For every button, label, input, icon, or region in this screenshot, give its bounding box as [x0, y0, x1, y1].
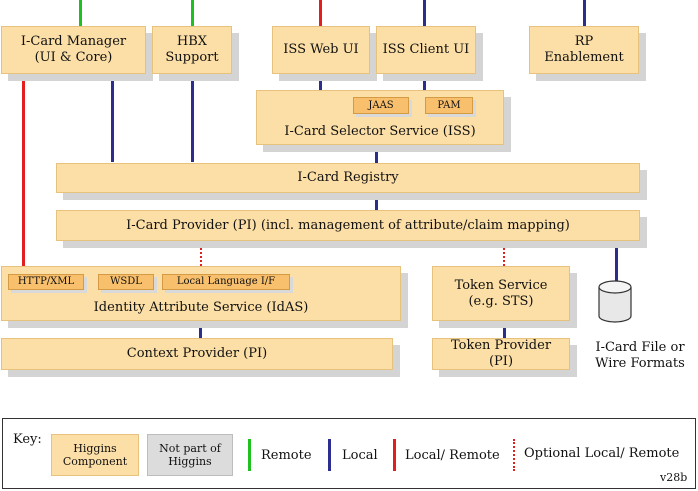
- icard-manager-label: I-Card Manager (UI & Core): [20, 34, 127, 65]
- rp-enablement-label: RP Enablement: [544, 34, 624, 65]
- token-provider-box: Token Provider (PI): [432, 338, 570, 370]
- pam-tag: PAM: [425, 97, 473, 114]
- file-formats-label: I-Card File or Wire Formats: [595, 340, 685, 371]
- local-line-rp: [583, 0, 586, 26]
- local-line-provider-file: [615, 240, 618, 285]
- key-remote-label: Remote: [261, 448, 312, 463]
- key-remote-line: [248, 439, 251, 471]
- key-optional-label: Optional Local/ Remote: [524, 446, 680, 461]
- local-line-hbx-registry: [191, 74, 194, 162]
- iss-web-ui-label: ISS Web UI: [283, 42, 359, 57]
- http-xml-label: HTTP/XML: [17, 276, 75, 287]
- iss-client-ui-box: ISS Client UI: [376, 26, 476, 74]
- iss-client-ui-label: ISS Client UI: [382, 42, 470, 57]
- local-line-idas-context: [199, 321, 202, 338]
- token-provider-label: Token Provider (PI): [450, 338, 552, 369]
- optional-line-provider-token: [503, 241, 505, 266]
- key-not-higgins-label: Not part of Higgins: [159, 442, 221, 468]
- hbx-support-box: HBX Support: [152, 26, 232, 74]
- local-line-iss-client-ui-top: [423, 0, 426, 26]
- token-service-box: Token Service (e.g. STS): [432, 266, 570, 321]
- local-line-iss-web-ui: [319, 74, 322, 90]
- provider-box: I-Card Provider (PI) (incl. management o…: [56, 210, 640, 241]
- local-remote-line-manager: [22, 74, 25, 267]
- local-line-registry-provider: [375, 193, 378, 210]
- local-language-label: Local Language I/F: [176, 276, 276, 287]
- rp-enablement-box: RP Enablement: [529, 26, 639, 74]
- optional-line-provider-idas: [200, 241, 202, 266]
- pam-label: PAM: [437, 99, 461, 111]
- key-local-remote-line: [393, 439, 396, 471]
- local-line-manager-registry: [111, 74, 114, 162]
- remote-line-manager: [79, 0, 82, 26]
- jaas-tag: JAAS: [353, 97, 409, 114]
- context-provider-box: Context Provider (PI): [1, 338, 393, 370]
- key-local-remote-label: Local/ Remote: [405, 448, 500, 463]
- wsdl-tag: WSDL: [98, 274, 154, 290]
- key-higgins-swatch: Higgins Component: [51, 434, 139, 476]
- http-xml-tag: HTTP/XML: [8, 274, 84, 290]
- key-local-line: [328, 439, 331, 471]
- local-line-token-service-provider: [503, 321, 506, 338]
- registry-label: I-Card Registry: [297, 170, 399, 185]
- database-icon: [598, 280, 632, 323]
- iss-web-ui-box: ISS Web UI: [272, 26, 370, 74]
- provider-label: I-Card Provider (PI) (incl. management o…: [126, 217, 570, 233]
- registry-box: I-Card Registry: [56, 163, 640, 193]
- remote-line-hbx: [191, 0, 194, 26]
- key-title: Key:: [13, 432, 42, 447]
- key-local-label: Local: [342, 448, 378, 463]
- wsdl-label: WSDL: [110, 276, 142, 287]
- key-optional-line: [513, 439, 515, 471]
- icard-manager-box: I-Card Manager (UI & Core): [1, 26, 146, 74]
- local-remote-line-iss-web-ui: [319, 0, 322, 26]
- local-line-iss-registry: [375, 145, 378, 163]
- idas-label: Identity Attribute Service (IdAS): [93, 300, 309, 315]
- key-not-higgins-swatch: Not part of Higgins: [147, 434, 233, 476]
- iss-label: I-Card Selector Service (ISS): [284, 124, 476, 139]
- key-higgins-label: Higgins Component: [62, 442, 128, 468]
- local-language-tag: Local Language I/F: [162, 274, 290, 290]
- token-service-label: Token Service (e.g. STS): [454, 277, 548, 309]
- key-legend: Key: Higgins Component Not part of Higgi…: [2, 418, 696, 489]
- jaas-label: JAAS: [368, 99, 394, 111]
- local-line-iss-client-ui: [423, 74, 426, 90]
- context-provider-label: Context Provider (PI): [126, 346, 268, 361]
- version-label: v28b: [660, 471, 688, 484]
- hbx-support-label: HBX Support: [165, 34, 219, 65]
